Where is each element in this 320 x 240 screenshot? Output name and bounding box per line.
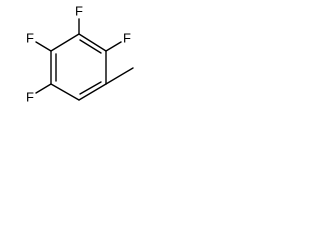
ring-bond-c1-c2 xyxy=(78,33,107,52)
bond-to-f-lower-left xyxy=(35,83,52,94)
bond-to-f-upper-right xyxy=(105,41,122,52)
ring-bond-c3-c4 xyxy=(78,83,107,101)
double-bond-inner-c1-c2 xyxy=(79,39,102,54)
atom-label-f-lower-left: F xyxy=(26,90,34,105)
ring-bond-c6-c1 xyxy=(50,33,80,52)
double-bond-inner-c3-c4 xyxy=(79,81,102,95)
atom-label-f-top: F xyxy=(75,4,83,19)
atom-label-f-upper-right: F xyxy=(123,31,131,46)
ring-bond-c4-c5 xyxy=(50,83,80,101)
methyl-bond xyxy=(105,67,134,85)
atom-label-f-upper-left: F xyxy=(26,31,34,46)
structure-diagram: F F F F xyxy=(26,4,134,105)
bond-to-f-upper-left xyxy=(35,41,52,52)
